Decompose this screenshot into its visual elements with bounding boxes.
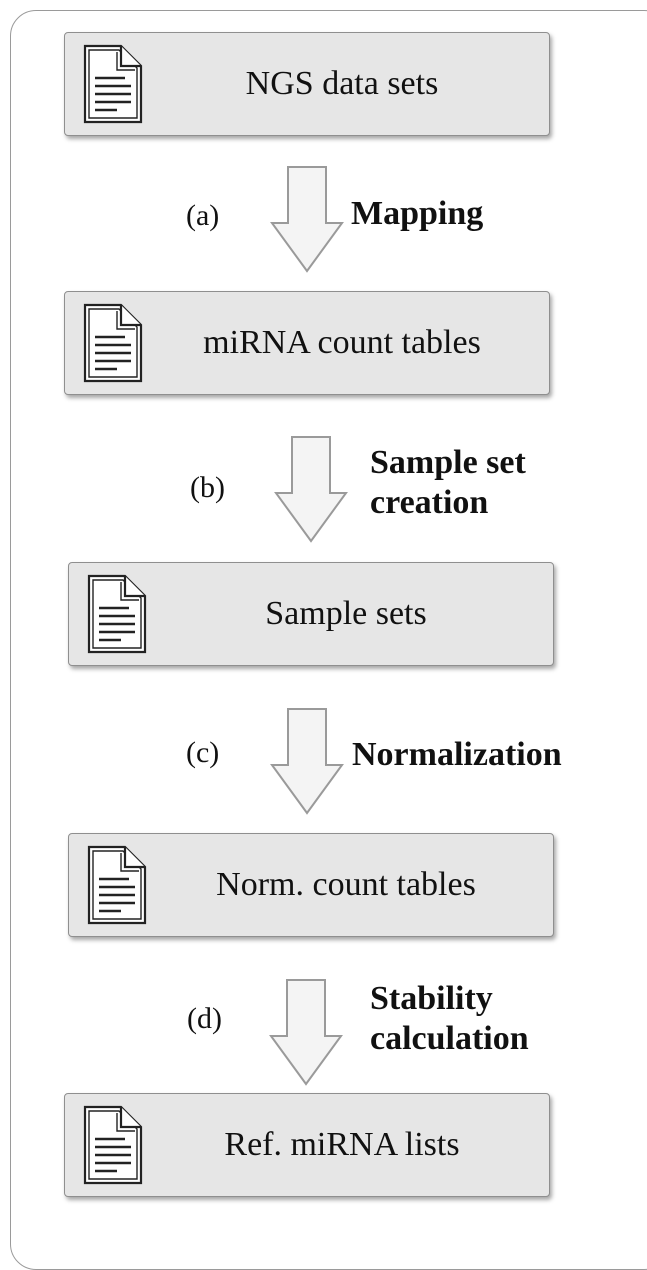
document-icon: [83, 303, 143, 383]
step-name-line-1: Stability: [370, 980, 493, 1017]
box-sample-sets: Sample sets: [68, 562, 554, 666]
document-icon: [87, 574, 147, 654]
down-arrow-icon: [269, 979, 343, 1086]
step-letter: (c): [186, 736, 220, 769]
box-norm-count-tables: Norm. count tables: [68, 833, 554, 937]
box-label: miRNA count tables: [203, 324, 481, 361]
box-ref-mirna-lists: Ref. miRNA lists: [64, 1093, 550, 1197]
step-name: Mapping: [351, 194, 483, 234]
box-label: Sample sets: [265, 595, 427, 632]
box-label: Norm. count tables: [216, 866, 476, 903]
step-name: Stability calculation: [370, 979, 529, 1059]
step-letter: (a): [186, 199, 220, 232]
document-icon: [83, 1105, 143, 1185]
step-name-line-2: calculation: [370, 1020, 529, 1057]
box-mirna-count-tables: miRNA count tables: [64, 291, 550, 395]
document-icon: [87, 845, 147, 925]
step-name: Sample set creation: [370, 443, 526, 523]
step-name-line-1: Normalization: [352, 736, 562, 773]
down-arrow-icon: [270, 166, 344, 273]
step-name-line-2: creation: [370, 484, 489, 521]
box-label: Ref. miRNA lists: [224, 1126, 460, 1163]
down-arrow-icon: [274, 436, 348, 543]
step-name-line-1: Mapping: [351, 195, 484, 232]
step-name: Normalization: [352, 735, 562, 775]
step-letter: (d): [187, 1002, 222, 1035]
document-icon: [83, 44, 143, 124]
step-name-line-1: Sample set: [370, 444, 526, 481]
box-label: NGS data sets: [245, 65, 439, 102]
down-arrow-icon: [270, 708, 344, 815]
box-ngs-data-sets: NGS data sets: [64, 32, 550, 136]
step-letter: (b): [190, 471, 225, 504]
